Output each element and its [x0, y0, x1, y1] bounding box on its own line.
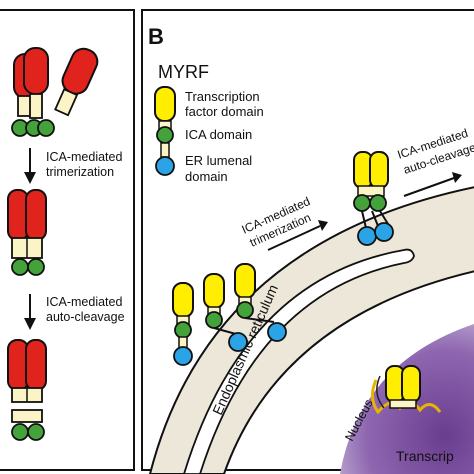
panel-a-trimerization-line2: trimerization — [46, 165, 114, 179]
legend-ica-label: ICA domain — [185, 127, 252, 142]
panel-a-frame — [0, 9, 135, 471]
panel-b-title: MYRF — [158, 62, 209, 82]
panel-b: B MYRF Transcription factor domain ICA d… — [141, 9, 474, 474]
autocleavage-arrowhead — [452, 172, 462, 183]
myrf-monomer-3 — [234, 263, 287, 342]
panel-a-trimer — [7, 189, 47, 276]
panel-a-cleaved-trimer — [7, 339, 47, 441]
panel-a-trimerization-line1: ICA-mediated — [46, 150, 122, 164]
nuclear-trimer — [371, 365, 442, 415]
panel-b-frame — [141, 9, 474, 471]
legend-transcription-line2: factor domain — [185, 104, 264, 119]
er-membrane — [148, 186, 474, 474]
trimerization-arrow — [267, 225, 321, 251]
panel-a-autocleavage-line1: ICA-mediated — [46, 295, 122, 309]
legend-ica-icon — [156, 126, 174, 144]
autocleavage-arrow — [403, 177, 455, 197]
panel-a: ICA-mediated trimerization ICA-mediated … — [0, 9, 135, 471]
panel-a-arrowhead-2 — [24, 318, 36, 330]
legend: Transcription factor domain ICA domain E… — [154, 86, 264, 184]
panel-a-arrowhead-1 — [24, 172, 36, 184]
panel-a-monomers — [11, 47, 99, 137]
monomer-center — [23, 47, 49, 119]
legend-transcription-icon — [154, 86, 176, 122]
transcription-label: Transcrip — [396, 448, 454, 464]
trimerization-arrowhead — [318, 220, 328, 231]
legend-er-line1: ER lumenal — [185, 153, 252, 168]
legend-er-icon — [155, 156, 175, 176]
monomer-right — [54, 47, 99, 117]
myrf-monomer-1 — [172, 282, 194, 366]
legend-er-line2: domain — [185, 169, 228, 184]
panel-a-autocleavage-line2: auto-cleavage — [46, 310, 125, 324]
myrf-trimer — [353, 151, 394, 246]
panel-b-letter: B — [148, 24, 164, 49]
myrf-monomer-2 — [203, 273, 248, 352]
legend-transcription-line1: Transcription — [185, 89, 260, 104]
